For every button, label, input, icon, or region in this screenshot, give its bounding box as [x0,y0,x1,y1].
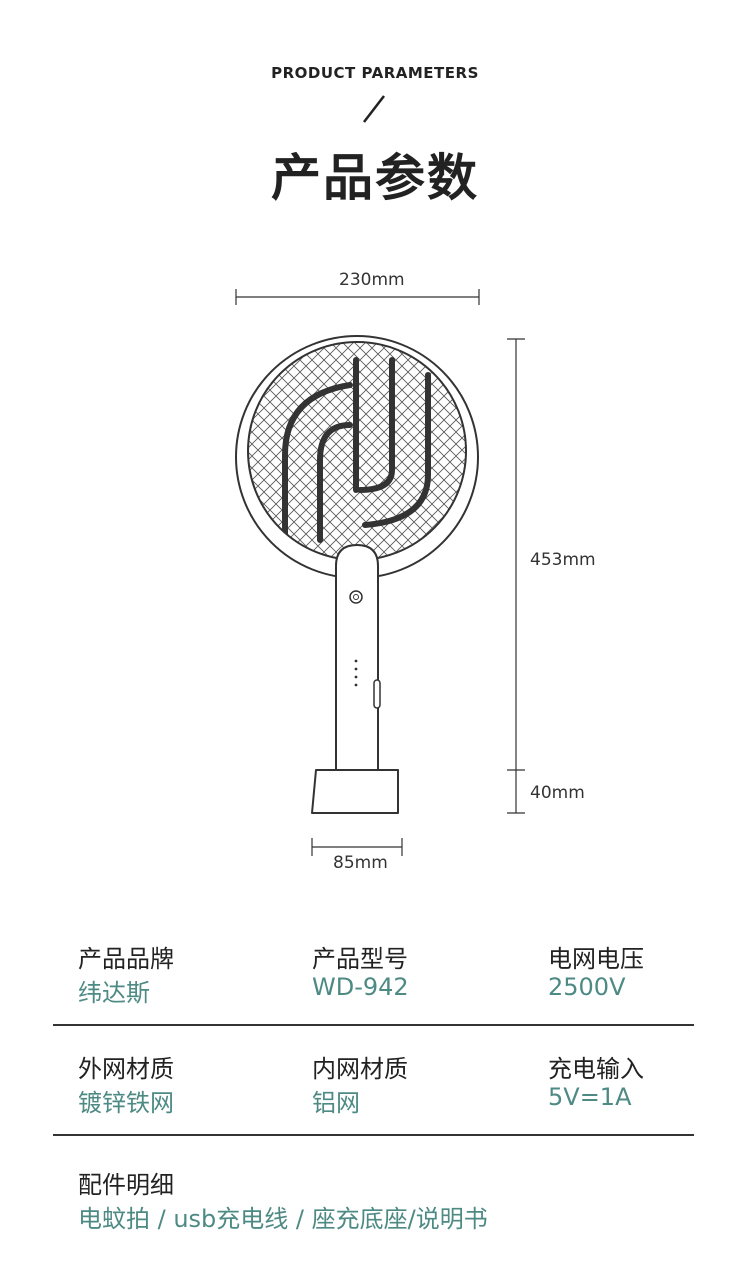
base-width-label: 85mm [333,853,388,873]
width-dimension-line [235,289,480,305]
brand-value: 纬达斯 [78,979,150,1007]
height-label: 453mm [530,550,596,570]
base-width-dimension-line [311,838,403,856]
power-button-icon [349,590,363,604]
outer-mesh-value: 镀锌铁网 [78,1089,174,1117]
accessories-value: 电蚊拍 / usb充电线 / 座充底座/说明书 [78,1205,488,1233]
charging-input-value: 5V=1A [548,1083,632,1111]
row-divider [53,1024,694,1026]
accessories-label: 配件明细 [78,1171,174,1199]
slash-divider-icon [363,95,385,123]
racket-head [235,335,479,579]
height-dimension-line [507,338,525,814]
inner-mesh-label: 内网材质 [312,1055,408,1083]
section-title: 产品参数 [271,149,479,207]
width-label: 230mm [339,270,405,290]
voltage-value: 2500V [548,973,626,1001]
racket-handle [335,543,381,770]
product-diagram [235,289,525,856]
charging-base [311,769,399,814]
voltage-label: 电网电压 [548,945,644,973]
base-height-label: 40mm [530,783,585,803]
brand-label: 产品品牌 [78,945,174,973]
model-value: WD-942 [312,973,409,1001]
inner-mesh-value: 铝网 [312,1089,360,1117]
charging-input-label: 充电输入 [548,1055,644,1083]
outer-mesh-label: 外网材质 [78,1055,174,1083]
row-divider [53,1134,694,1136]
model-label: 产品型号 [312,945,408,973]
section-subtitle: PRODUCT PARAMETERS [271,64,479,82]
